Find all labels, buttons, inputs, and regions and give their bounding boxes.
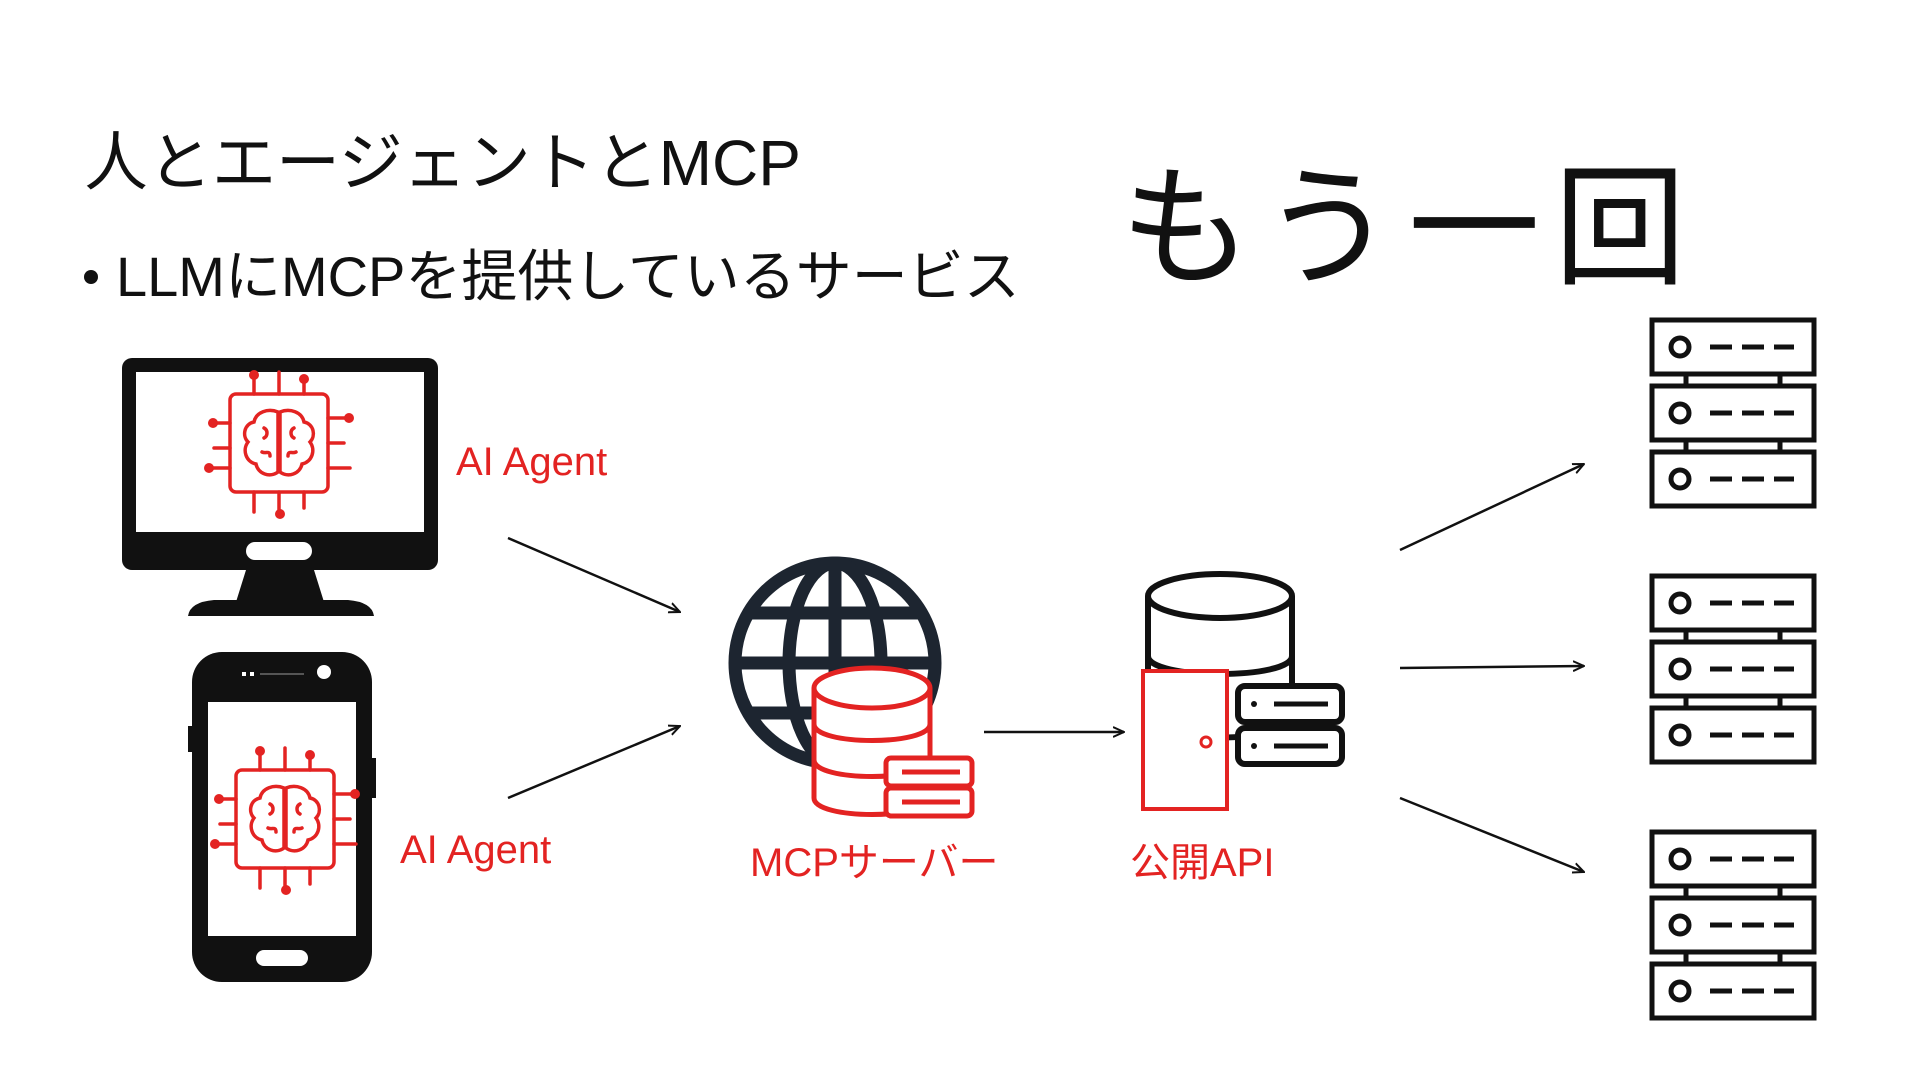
server-rack-icon [1649, 573, 1817, 765]
ai-chip-brain-icon [210, 746, 360, 895]
ai-agent-top-label: AI Agent [456, 440, 608, 484]
bullet-item: LLMにMCPを提供しているサービス [84, 232, 1020, 313]
arrow-icon [1399, 462, 1584, 552]
mcp-server-label: MCPサーバー [750, 841, 999, 885]
arrow-icon [1399, 666, 1584, 668]
arrow-icon [507, 536, 680, 612]
server-rack-icon [1649, 829, 1817, 1021]
database-icon [811, 665, 975, 819]
server-icon [1235, 683, 1345, 767]
slide-title: 人とエージェントとMCP [84, 127, 801, 199]
emphasis-text: もう一回 [1120, 155, 1701, 302]
door-icon [1141, 669, 1229, 811]
bullet-dot [84, 270, 98, 285]
arrow-icon [1399, 796, 1584, 872]
server-rack-icon [1649, 317, 1817, 509]
bullet-text: LLMにMCPを提供しているサービス [116, 245, 1020, 308]
ai-chip-brain-icon [204, 370, 354, 519]
public-api-label: 公開API [1130, 841, 1275, 885]
ai-agent-bottom-label: AI Agent [400, 828, 552, 872]
arrow-icon [507, 726, 680, 800]
smartphone-icon [188, 652, 376, 982]
